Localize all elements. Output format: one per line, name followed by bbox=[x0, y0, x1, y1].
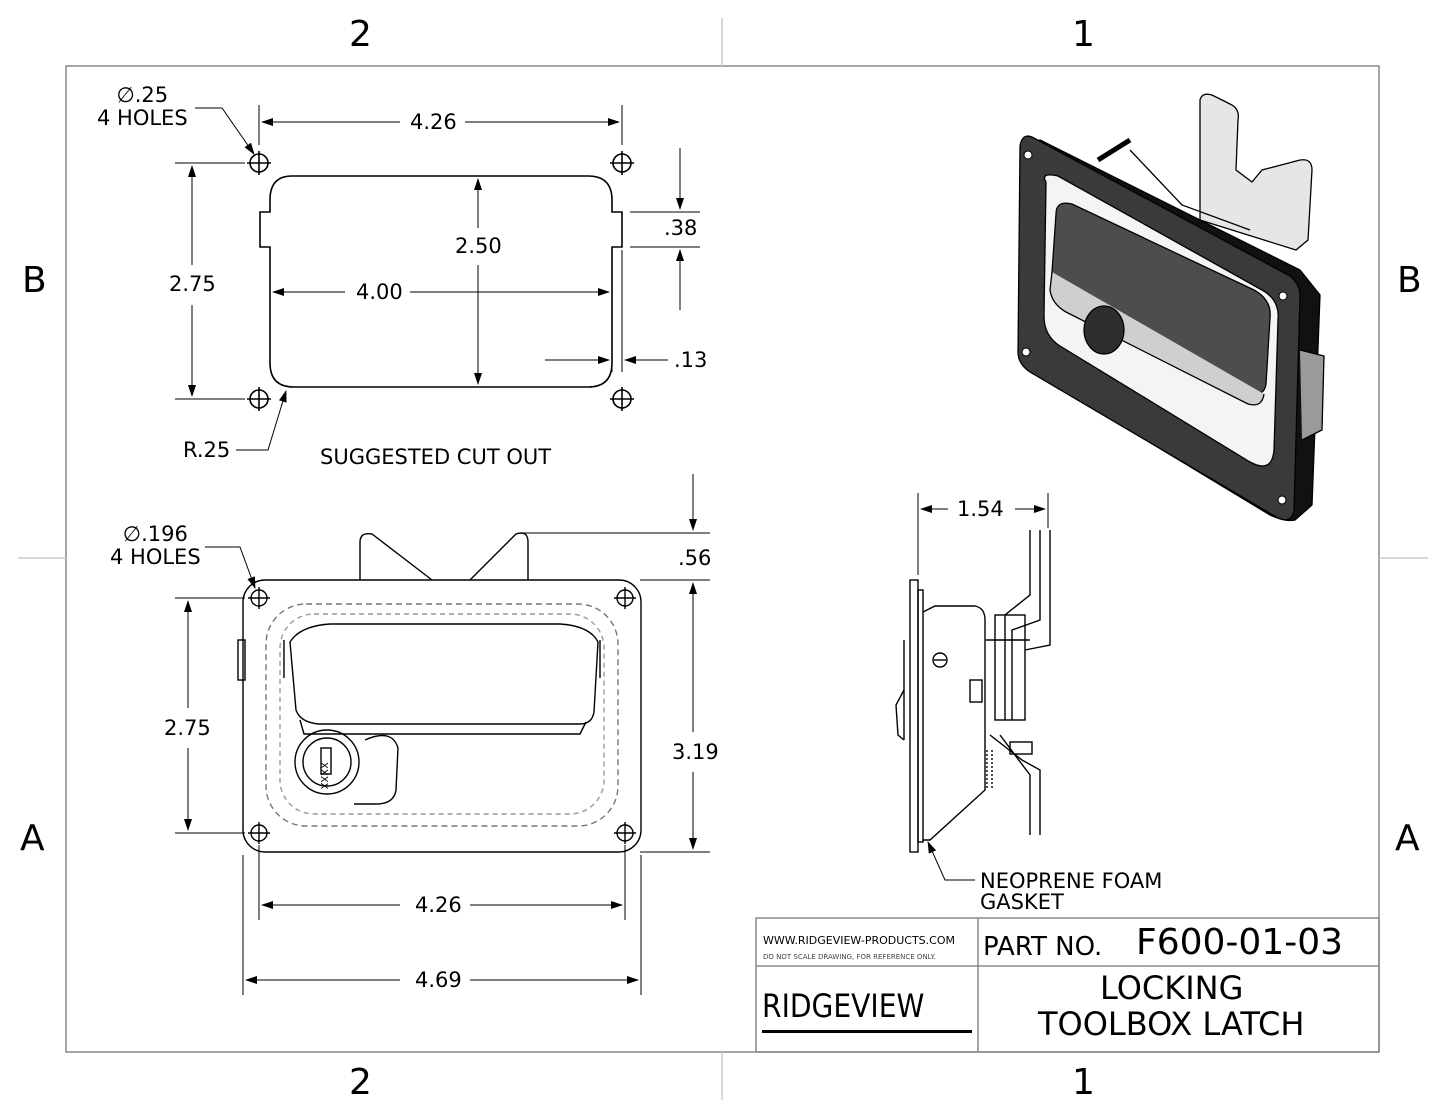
sheet-border bbox=[18, 18, 1428, 1100]
dim-front-hole-spacing-height: 2.75 bbox=[164, 716, 211, 740]
radius-callout: R.25 bbox=[183, 438, 231, 462]
dim-overall-height: 3.19 bbox=[672, 740, 719, 764]
part-number: F600-01-03 bbox=[1136, 922, 1344, 963]
zone-label-bottom-left: 2 bbox=[349, 1062, 372, 1103]
front-hole-callout: ∅.196 4 HOLES bbox=[110, 522, 201, 570]
zone-label-row-b-right: B bbox=[1397, 260, 1422, 301]
front-hole-diameter: ∅.196 bbox=[122, 522, 188, 546]
title-block-lines bbox=[755, 917, 1380, 1053]
cutout-mounting-holes bbox=[247, 151, 634, 411]
zone-label-row-b-left: B bbox=[22, 260, 47, 301]
dim-front-hole-spacing-width: 4.26 bbox=[415, 893, 462, 917]
lock-marking: XXXX bbox=[318, 762, 329, 790]
side-flange bbox=[909, 579, 919, 853]
description-line2: TOOLBOX LATCH bbox=[1038, 1005, 1305, 1043]
dim-cutout-height: 2.50 bbox=[455, 234, 502, 258]
front-flange bbox=[242, 579, 642, 853]
cutout-view bbox=[175, 105, 700, 451]
description-line1: LOCKING bbox=[1100, 969, 1244, 1007]
cutout-hole-diameter: ∅.25 bbox=[116, 83, 169, 107]
front-view bbox=[175, 474, 710, 995]
dim-cutout-hole-spacing-width: 4.26 bbox=[410, 110, 457, 134]
side-view bbox=[895, 493, 1051, 881]
zone-label-top-right: 1 bbox=[1072, 14, 1095, 55]
front-hole-count: 4 HOLES bbox=[110, 545, 201, 570]
dim-overall-width: 4.69 bbox=[415, 968, 462, 992]
dim-cutout-hole-spacing-height: 2.75 bbox=[169, 272, 216, 296]
title-block-disclaimer: DO NOT SCALE DRAWING, FOR REFERENCE ONLY… bbox=[763, 953, 936, 961]
gasket-callout-line2: GASKET bbox=[980, 890, 1064, 914]
lock-cylinder bbox=[294, 729, 399, 805]
gasket-callout: NEOPRENE FOAM GASKET bbox=[980, 871, 1162, 913]
dim-edge-offset: .13 bbox=[674, 348, 708, 372]
brand-logo: RIDGEVIEW bbox=[762, 990, 972, 1033]
dim-tab-height: .56 bbox=[678, 546, 712, 570]
cutout-hole-count: 4 HOLES bbox=[97, 106, 188, 131]
cutout-view-title: SUGGESTED CUT OUT bbox=[320, 445, 552, 469]
gasket-callout-line1: NEOPRENE FOAM bbox=[980, 869, 1163, 893]
cutout-hole-callout: ∅.25 4 HOLES bbox=[97, 83, 188, 131]
cutout-outline bbox=[259, 175, 623, 388]
brand-logo-text: RIDGEVIEW bbox=[762, 987, 925, 1025]
front-mounting-holes bbox=[248, 587, 636, 844]
dim-notch-offset: .38 bbox=[664, 216, 698, 240]
title-block-website: WWW.RIDGEVIEW-PRODUCTS.COM bbox=[763, 934, 955, 947]
zone-label-row-a-right: A bbox=[1395, 818, 1420, 859]
part-number-label: PART NO. bbox=[983, 932, 1103, 962]
isometric-view bbox=[1017, 93, 1325, 522]
front-paddle bbox=[289, 623, 599, 725]
dim-side-depth: 1.54 bbox=[957, 497, 1004, 521]
zone-label-bottom-right: 1 bbox=[1072, 1062, 1095, 1103]
zone-label-row-a-left: A bbox=[20, 818, 45, 859]
zone-label-top-left: 2 bbox=[349, 14, 372, 55]
dim-cutout-width: 4.00 bbox=[356, 280, 403, 304]
